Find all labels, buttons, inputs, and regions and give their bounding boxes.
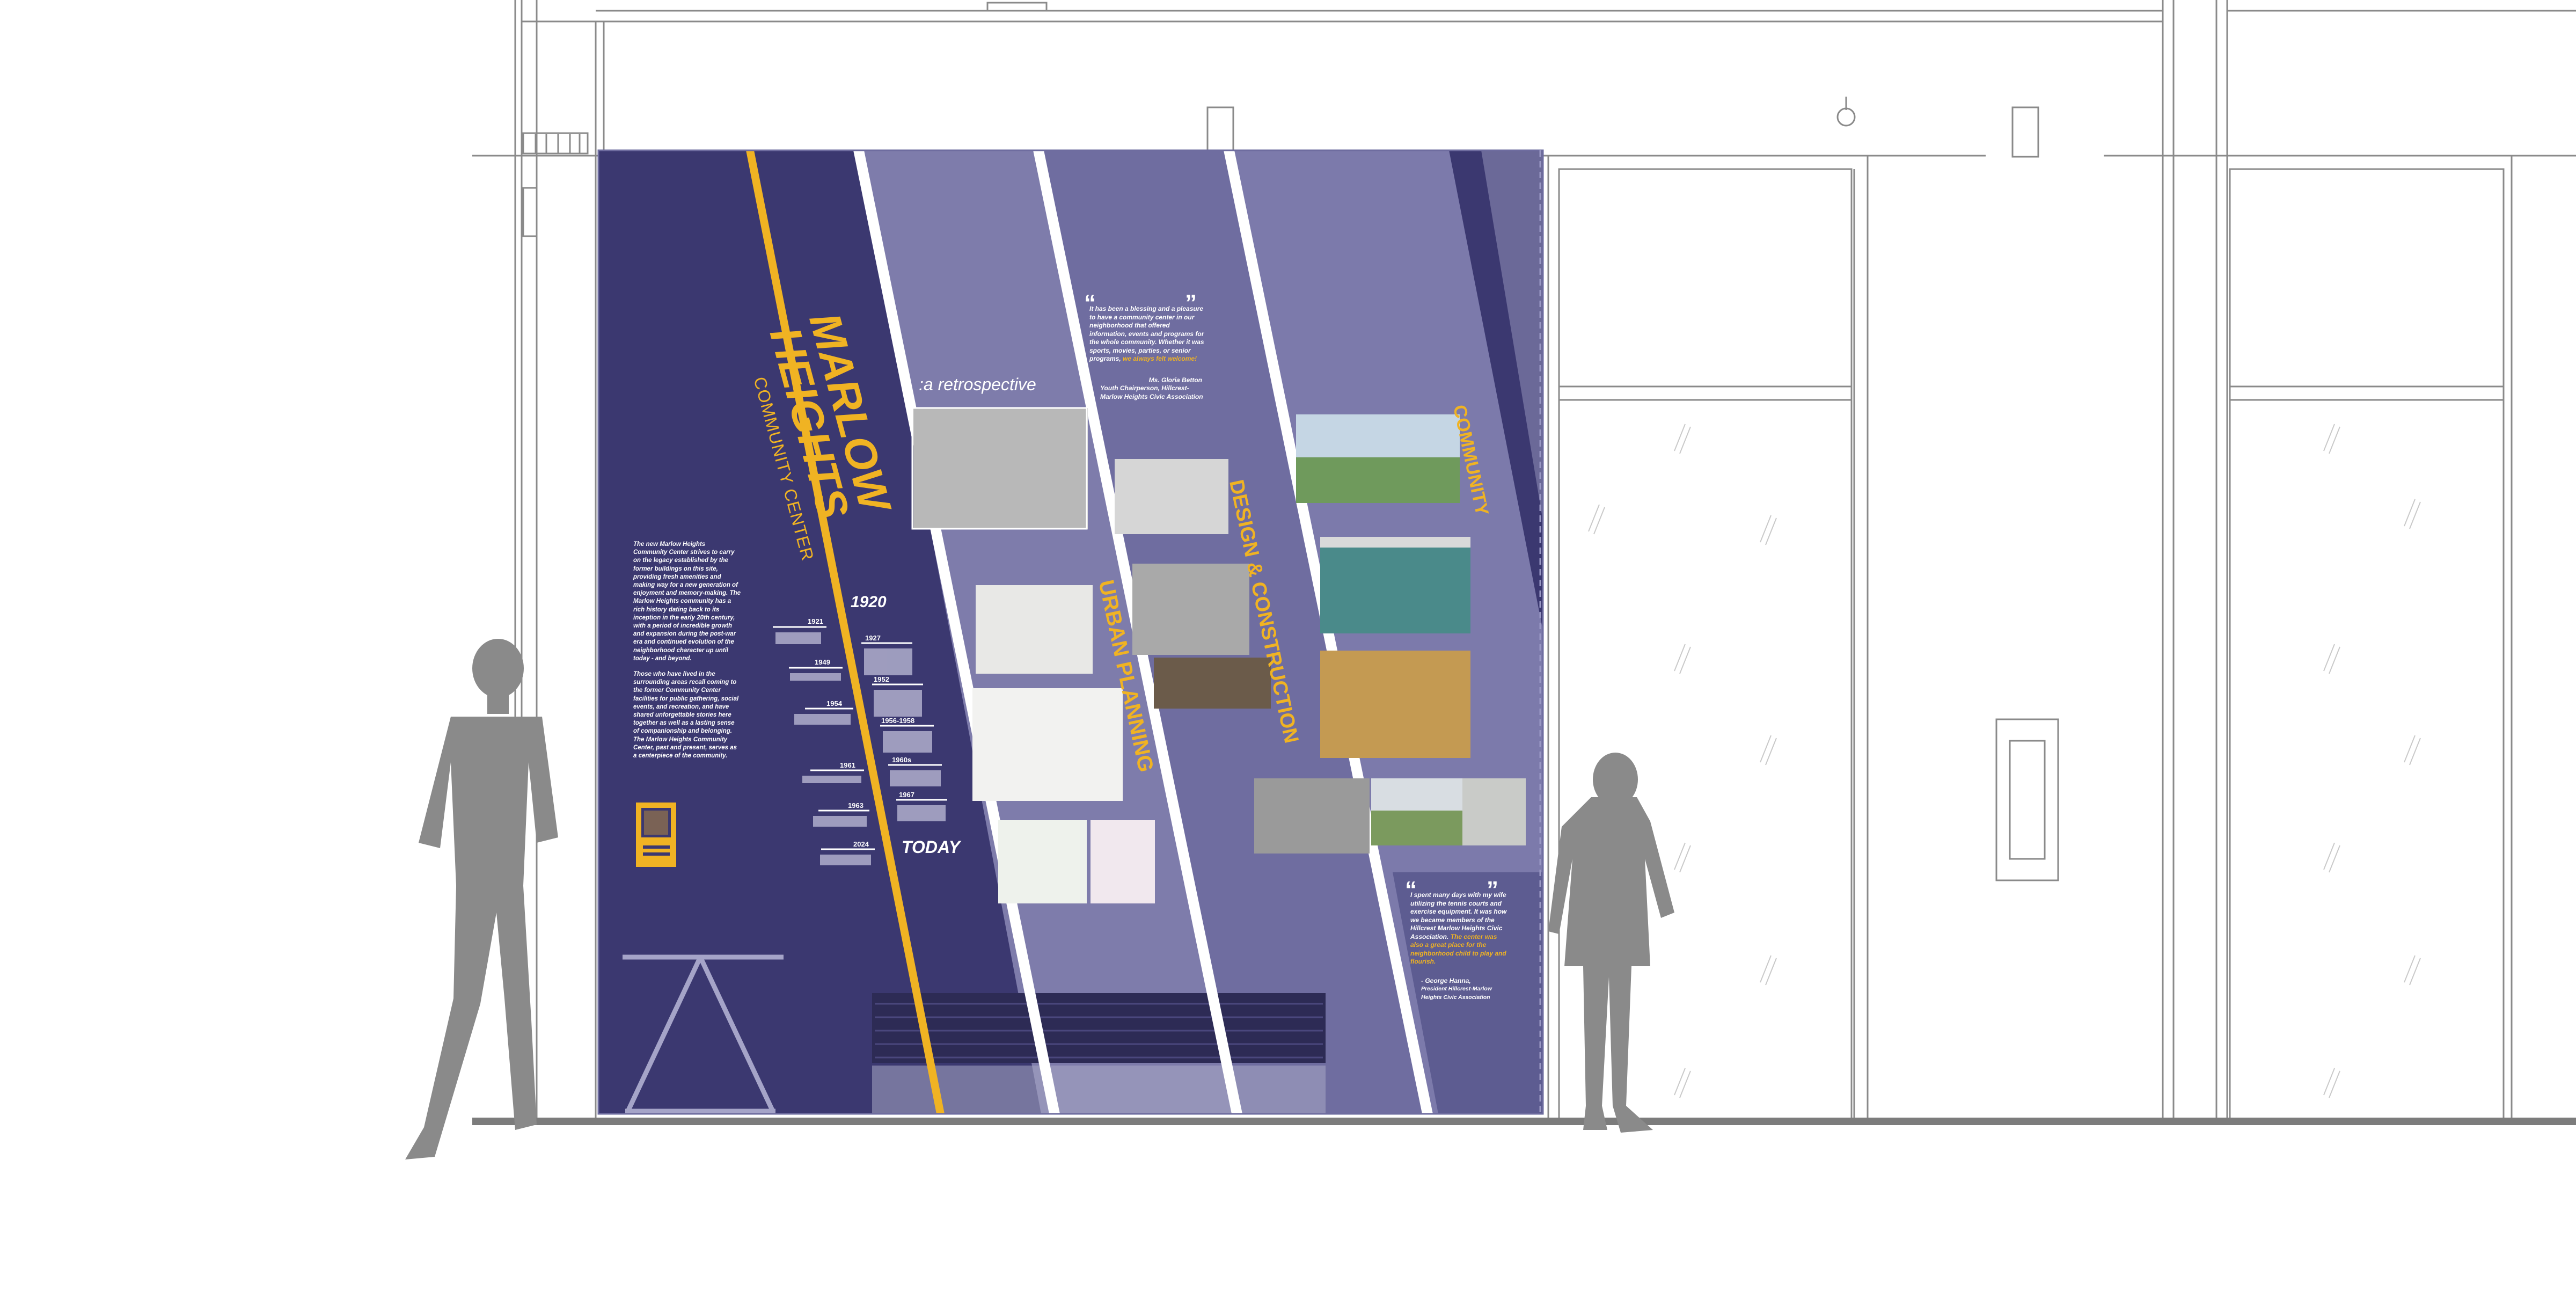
quote-1-text: It has been a blessing and a pleasure to… xyxy=(1089,305,1204,362)
year-start: 1920 xyxy=(851,593,887,611)
group-photo xyxy=(1154,658,1271,709)
quote-2-highlight: The center was also a great place for th… xyxy=(1410,932,1506,966)
site-map-photo xyxy=(998,820,1087,903)
timeline-year: 2024 xyxy=(853,840,869,848)
timeline-year: 1963 xyxy=(848,801,863,809)
person-silhouette-right xyxy=(1548,753,1674,1133)
year-end: TODAY xyxy=(902,837,961,857)
timeline-year: 1954 xyxy=(826,699,842,708)
quote-2-author-title: President Hillcrest-Marlow Heights Civic… xyxy=(1421,986,1492,1001)
bench-pattern xyxy=(875,1003,1323,1059)
timeline-lines xyxy=(773,626,947,850)
quote-1-author-title: Youth Chairperson, Hillcrest-Marlow Heig… xyxy=(1100,384,1203,400)
timeline-year: 1961 xyxy=(840,761,855,769)
gym-photo xyxy=(1320,651,1470,758)
hallway-photo xyxy=(1462,778,1526,845)
map-photo xyxy=(976,585,1093,674)
zoning-map-photo xyxy=(1091,820,1155,903)
intro-paragraph-1: The new Marlow Heights Community Center … xyxy=(633,541,741,662)
aerial-photo xyxy=(913,408,1088,529)
timeline-year: 1967 xyxy=(899,791,914,799)
timeline-year: 1949 xyxy=(815,658,830,666)
mural xyxy=(598,150,1543,1114)
timeline-year: 1956-1958 xyxy=(881,717,915,725)
timeline-year: 1952 xyxy=(874,675,889,683)
timeline-year: 1927 xyxy=(865,634,881,642)
timeline-year: 1921 xyxy=(808,617,823,625)
timeline-text-blocks xyxy=(775,632,946,865)
quote-1-author: Ms. Gloria Betton xyxy=(1148,376,1202,384)
quote-2-author: - George Hanna, xyxy=(1421,976,1471,984)
quote-open-mark: “ xyxy=(1405,877,1417,903)
quote-2: I spent many days with my wife utilizing… xyxy=(1410,891,1507,1002)
event-photo xyxy=(1320,537,1470,633)
photos xyxy=(911,407,1526,903)
timeline-year: 1960s xyxy=(892,756,912,764)
qr-code xyxy=(641,808,671,837)
plan-photo xyxy=(972,688,1123,801)
table-outline xyxy=(623,954,784,1114)
quote-open-mark: “ xyxy=(1084,290,1096,316)
glass-hatch xyxy=(1588,424,2421,1098)
quote-2-text: I spent many days with my wife utilizing… xyxy=(1410,891,1507,940)
quote-close-mark: ” xyxy=(1185,290,1197,316)
building-photo xyxy=(1115,459,1228,534)
quote-1: It has been a blessing and a pleasure to… xyxy=(1089,305,1208,401)
quote-close-mark: ” xyxy=(1487,877,1498,903)
construction-photo xyxy=(1132,564,1249,655)
intro-paragraph-2: Those who have lived in the surrounding … xyxy=(633,671,739,760)
sports-photo xyxy=(1254,778,1370,854)
person-silhouette-left xyxy=(405,639,558,1159)
quote-1-highlight: we always felt welcome! xyxy=(1123,355,1197,362)
floor-line xyxy=(472,1118,2576,1125)
intro-text: The new Marlow Heights Community Center … xyxy=(633,541,741,760)
mural-frame xyxy=(597,149,1544,1115)
tagline: :a retrospective xyxy=(919,375,1036,394)
